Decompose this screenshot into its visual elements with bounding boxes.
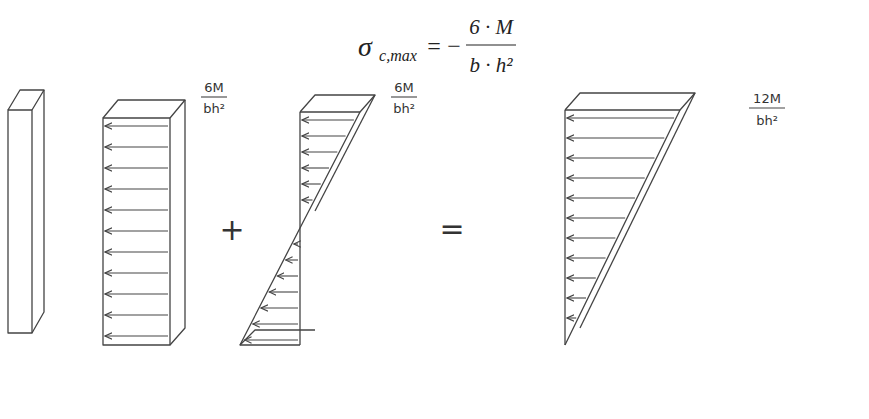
stress-value: bh² bbox=[393, 102, 415, 115]
stress-arrow bbox=[302, 135, 346, 136]
stress-arrow bbox=[567, 177, 645, 178]
stress-value: bh² bbox=[756, 114, 778, 127]
stress-arrow bbox=[302, 119, 354, 120]
stress-arrow bbox=[567, 277, 596, 278]
stress-arrow bbox=[105, 314, 168, 315]
stress-arrow bbox=[105, 167, 168, 168]
stress-arrow bbox=[105, 230, 168, 231]
stress-arrow bbox=[105, 251, 168, 252]
combined-stress-block bbox=[565, 93, 695, 345]
stress-arrow bbox=[277, 275, 298, 276]
stress-arrow bbox=[269, 291, 298, 292]
fraction-numerator: 6 · M bbox=[469, 17, 513, 38]
stress-arrow bbox=[302, 151, 337, 152]
stress-value: bh² bbox=[203, 102, 225, 115]
stress-arrow bbox=[294, 243, 298, 244]
plate bbox=[8, 90, 44, 333]
stress-arrow bbox=[105, 209, 168, 210]
stress-arrow bbox=[567, 217, 625, 218]
stress-arrow bbox=[105, 335, 168, 336]
sketch-lines bbox=[8, 90, 695, 345]
stress-arrow bbox=[567, 157, 655, 158]
stress-subscript: c,max bbox=[379, 48, 417, 64]
minus-sign: − bbox=[447, 34, 461, 58]
stress-arrow bbox=[567, 257, 606, 258]
stress-arrow bbox=[302, 183, 321, 184]
fraction-bar bbox=[466, 44, 516, 45]
fraction-bar bbox=[391, 96, 417, 97]
stress-arrow bbox=[567, 297, 586, 298]
stress-arrow bbox=[567, 137, 664, 138]
stress-arrow bbox=[105, 188, 168, 189]
fraction-bar bbox=[201, 96, 227, 97]
plus-sign: + bbox=[219, 215, 244, 245]
equals-sign: = bbox=[439, 214, 464, 244]
stress-arrow bbox=[302, 199, 312, 200]
uniform-stress-block bbox=[103, 100, 185, 345]
stress-value: 12M bbox=[753, 92, 781, 105]
stress-arrow bbox=[253, 323, 298, 324]
equals-sign: = bbox=[427, 34, 441, 58]
stress-arrow bbox=[567, 317, 576, 318]
fraction-bar bbox=[749, 107, 785, 108]
stress-value: 6M bbox=[394, 81, 414, 94]
stress-arrow bbox=[567, 117, 674, 118]
stress-value: 6M bbox=[204, 81, 224, 94]
stress-arrow bbox=[105, 293, 168, 294]
fraction-denominator: b · h² bbox=[469, 55, 512, 76]
stress-arrow bbox=[567, 197, 635, 198]
stress-arrow bbox=[286, 259, 298, 260]
stress-arrow bbox=[302, 167, 329, 168]
stress-arrow bbox=[567, 237, 615, 238]
stress-arrow bbox=[245, 339, 298, 340]
bending-stress-block bbox=[240, 95, 375, 345]
stress-arrow bbox=[261, 307, 298, 308]
stress-symbol: σ bbox=[358, 33, 372, 61]
stress-arrow bbox=[105, 272, 168, 273]
stress-arrow bbox=[105, 125, 168, 126]
stress-arrow bbox=[105, 146, 168, 147]
stress-arrows bbox=[105, 118, 674, 340]
